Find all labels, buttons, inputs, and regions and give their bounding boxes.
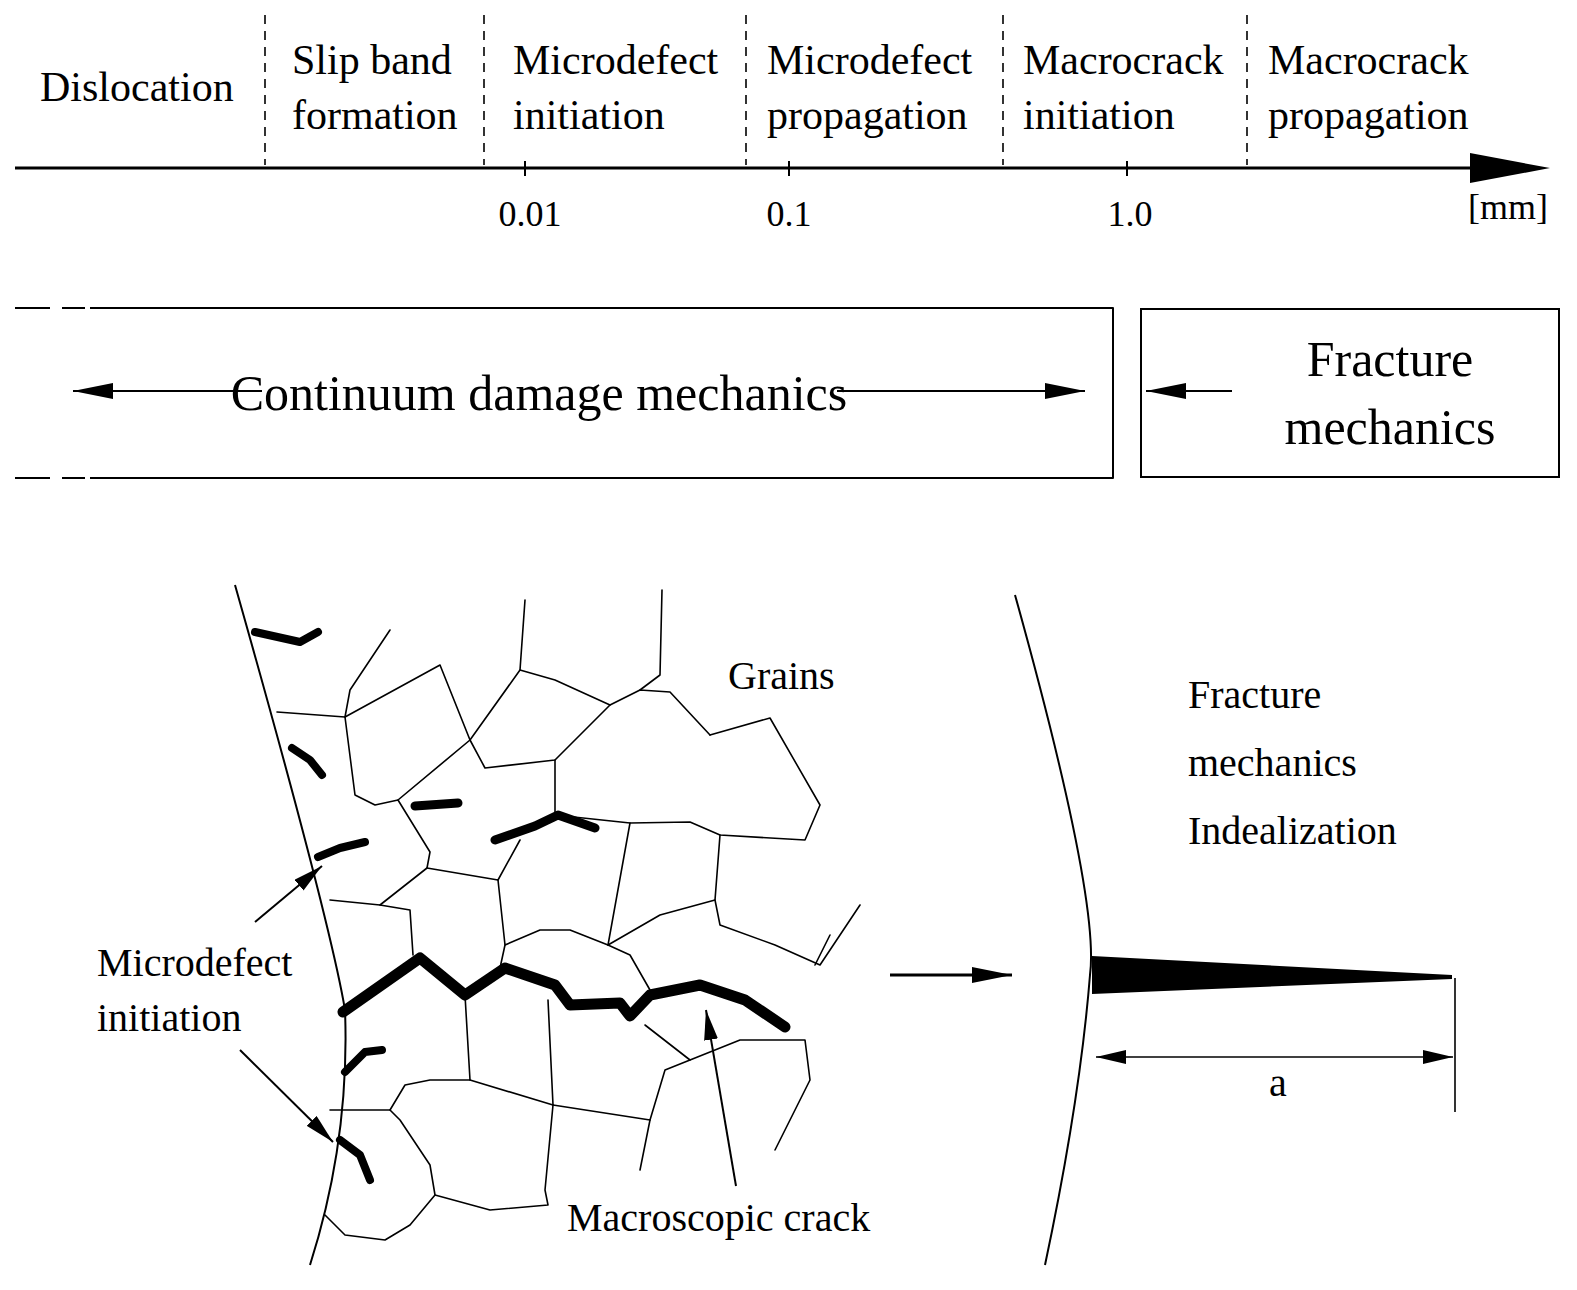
note-label: Fracture mechanics Indealization <box>1188 661 1448 865</box>
region-box: Fracture mechanics <box>1140 308 1560 478</box>
grain-boundary <box>330 717 430 905</box>
micro-crack <box>345 1050 382 1072</box>
callout-label: Microdefect initiation <box>97 935 327 1045</box>
tick-label: 1.0 <box>1108 193 1153 235</box>
grain-boundary <box>608 835 720 945</box>
ideal-crack <box>1092 956 1452 994</box>
open-end-dash <box>62 477 85 479</box>
stage-divider <box>264 15 266 165</box>
tick-label: 0.01 <box>499 193 562 235</box>
grain-boundary <box>520 670 610 705</box>
grain-boundary <box>555 718 820 840</box>
open-end-dash <box>15 307 50 309</box>
open-end-dash <box>15 477 50 479</box>
stage-label: Microdefect propagation <box>767 33 992 143</box>
leader-arrow <box>255 866 322 922</box>
grain-boundary <box>608 823 630 945</box>
grain-boundary <box>554 760 556 815</box>
tick-label: 0.1 <box>767 193 812 235</box>
dimension-label: a <box>1269 1062 1287 1104</box>
grain-boundary <box>470 600 525 740</box>
micro-crack <box>415 803 458 806</box>
grain-boundary <box>715 900 860 965</box>
axis-tick <box>788 161 790 176</box>
micro-crack <box>255 632 318 642</box>
transition-arrow <box>890 974 1012 977</box>
grain-boundary <box>427 840 520 880</box>
stage-label: Macrocrack propagation <box>1268 33 1508 143</box>
stage-label: Dislocation <box>40 60 234 115</box>
dimension-line <box>1096 1056 1453 1058</box>
specimen-surface <box>235 585 346 1265</box>
extent-arrow <box>1146 390 1232 392</box>
dimension-extension <box>1454 978 1456 1112</box>
region-title: Fracture mechanics <box>1232 325 1548 461</box>
grain-boundary <box>380 905 413 955</box>
unit-label: [mm] <box>1468 186 1548 228</box>
grain-boundary <box>553 1040 810 1150</box>
grain-boundary <box>645 1025 690 1060</box>
grain-boundary <box>815 935 830 965</box>
micro-crack <box>292 748 322 775</box>
stage-label: Microdefect initiation <box>513 33 738 143</box>
micro-crack <box>340 1140 370 1180</box>
stage-divider <box>745 15 747 165</box>
leader-arrow <box>706 1010 736 1186</box>
leader-arrow <box>240 1050 333 1142</box>
stage-divider <box>483 15 485 165</box>
open-end-dash <box>62 307 85 309</box>
micro-crack <box>495 815 595 840</box>
stage-divider <box>1246 15 1248 165</box>
axis-arrowhead <box>1470 153 1550 183</box>
scale-axis <box>15 167 1472 170</box>
extent-arrow <box>837 390 1085 392</box>
axis-tick <box>524 161 526 176</box>
micro-crack <box>343 958 785 1027</box>
specimen-surface <box>1015 595 1091 1265</box>
region-title: Continuum damage mechanics <box>231 359 848 427</box>
grain-boundary <box>398 740 470 800</box>
region-outline <box>90 308 1113 478</box>
grain-boundary <box>277 665 710 768</box>
grain-boundary <box>640 590 662 690</box>
grain-boundary <box>390 1080 553 1210</box>
stage-divider <box>1002 15 1004 165</box>
part-label: Grains <box>728 648 835 703</box>
callout-label: Macroscopic crack <box>567 1193 870 1243</box>
stage-label: Slip band formation <box>292 33 477 143</box>
grain-boundary <box>640 1120 650 1170</box>
grain-boundary <box>345 630 390 717</box>
region-box: Continuum damage mechanics <box>15 308 1113 478</box>
micro-crack <box>318 842 365 857</box>
stage-label: Macrocrack initiation <box>1023 33 1245 143</box>
axis-tick <box>1126 161 1128 176</box>
grain-boundary <box>325 1195 435 1240</box>
grain-boundary <box>548 1000 553 1105</box>
